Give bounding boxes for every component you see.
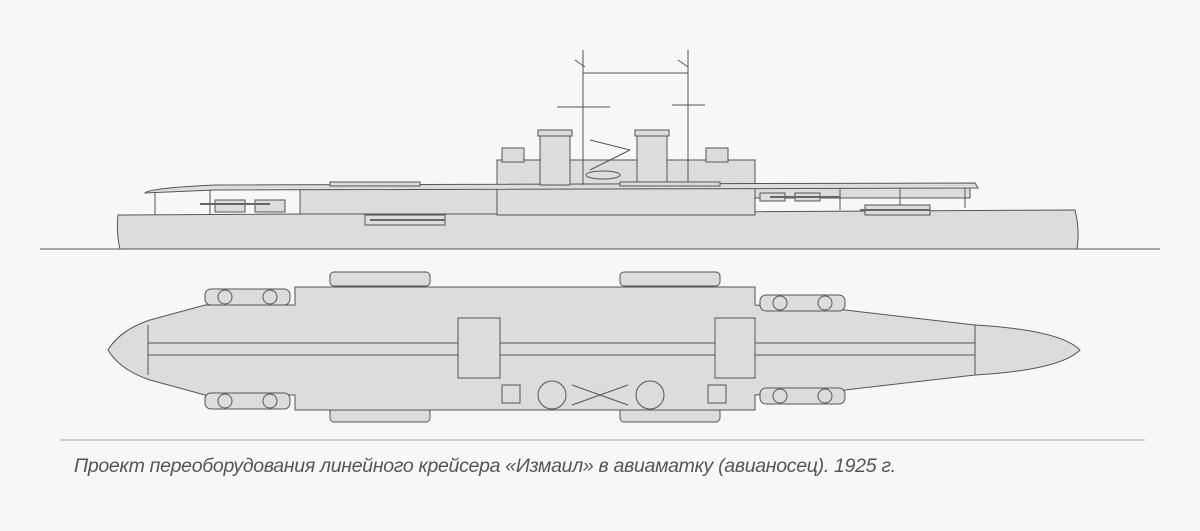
funnel-aft xyxy=(636,129,668,186)
fore-elevator xyxy=(457,317,501,379)
funnel-fore xyxy=(539,129,571,186)
side-guns xyxy=(200,181,931,226)
plan-view xyxy=(60,271,1145,441)
boats xyxy=(585,170,621,180)
figure-caption: Проект переоборудования линейного крейсе… xyxy=(74,455,896,477)
side-elevation xyxy=(40,50,1160,250)
plan-guns xyxy=(204,288,846,410)
hangar-block xyxy=(299,185,501,215)
deck-plan xyxy=(107,286,1081,411)
aft-elevator xyxy=(714,317,756,379)
hull xyxy=(116,209,1079,250)
